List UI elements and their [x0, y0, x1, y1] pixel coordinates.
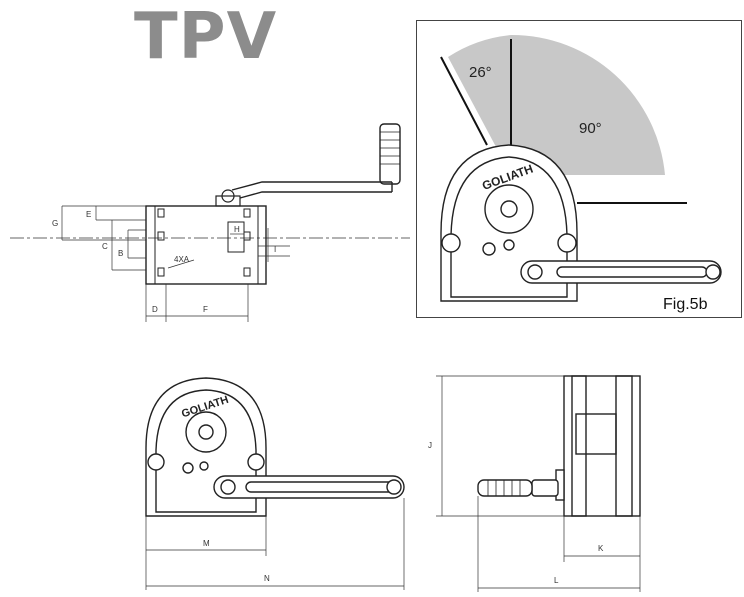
page-title: TPV [134, 0, 278, 74]
shade-26 [448, 35, 511, 175]
dim-label-D: D [152, 305, 158, 314]
dim-label-F: F [203, 305, 208, 314]
hole-label: 4XA [174, 255, 190, 264]
dim-label-I: I [274, 245, 276, 254]
dim-label-H: H [234, 225, 240, 234]
dim-label-C: C [102, 242, 108, 251]
figure-caption: Fig.5b [663, 296, 708, 313]
dim-label-B: B [118, 249, 123, 258]
dim-label-G: G [52, 219, 58, 228]
angle-90-label: 90° [579, 120, 602, 137]
crank-handle-grip [379, 123, 401, 185]
angle-diagram: 26° 90° GOLIATH Fig.5b [440, 34, 722, 313]
dim-label-E: E [86, 210, 91, 219]
winch-body-side [145, 205, 267, 285]
winch-front-fig [440, 144, 722, 302]
angle-26-label: 26° [469, 64, 492, 81]
figure-5b-panel: 26° 90° GOLIATH Fig.5b [416, 20, 742, 318]
shade-90 [511, 34, 665, 175]
